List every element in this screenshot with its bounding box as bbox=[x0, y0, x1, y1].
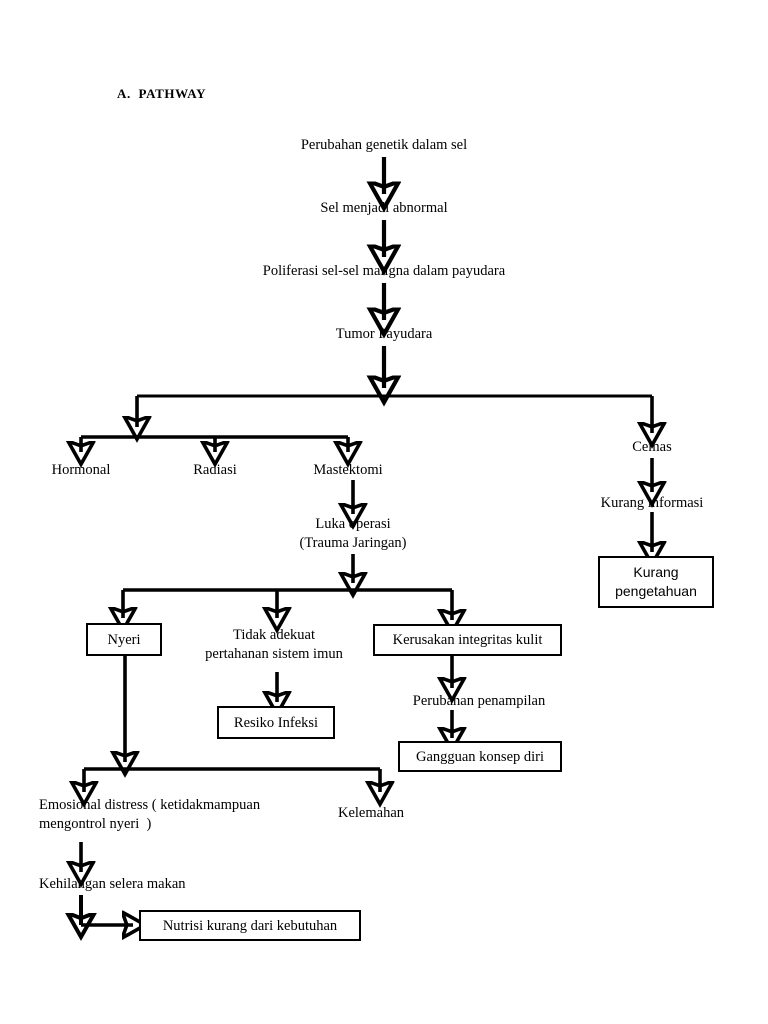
node-mastektomi: Mastektomi bbox=[313, 462, 383, 478]
node-poliferasi-sel-maligna: Poliferasi sel-sel maligna dalam payudar… bbox=[262, 263, 506, 279]
node-cemas: Cemas bbox=[632, 439, 672, 455]
box-nutrisi-kurang-dari-kebutuhan: Nutrisi kurang dari kebutuhan bbox=[139, 910, 361, 941]
box-kurang-pengetahuan: Kurang pengetahuan bbox=[598, 556, 714, 608]
node-luka-operasi: Luka operasi (Trauma Jaringan) bbox=[299, 516, 407, 551]
box-gangguan-konsep-diri: Gangguan konsep diri bbox=[398, 741, 562, 772]
box-nyeri: Nyeri bbox=[86, 623, 162, 656]
box-resiko-infeksi: Resiko Infeksi bbox=[217, 706, 335, 739]
node-kelemahan: Kelemahan bbox=[337, 805, 405, 821]
node-tidak-adekuat-pertahanan-imun: Tidak adekuat pertahanan sistem imun bbox=[205, 627, 343, 662]
page-title: A. PATHWAY bbox=[117, 86, 207, 101]
node-perubahan-penampilan: Perubahan penampilan bbox=[412, 693, 546, 709]
node-sel-menjadi-abnormal: Sel menjadi abnormal bbox=[320, 200, 448, 216]
node-perubahan-genetik: Perubahan genetik dalam sel bbox=[300, 137, 468, 153]
node-kehilangan-selera-makan: Kehilangan selera makan bbox=[39, 876, 186, 892]
node-emosional-distress: Emosional distress ( ketidakmampuan meng… bbox=[39, 797, 261, 832]
box-kerusakan-integritas-kulit: Kerusakan integritas kulit bbox=[373, 624, 562, 656]
node-kurang-informasi: Kurang informasi bbox=[600, 495, 704, 511]
node-hormonal: Hormonal bbox=[51, 462, 111, 478]
node-radiasi: Radiasi bbox=[193, 462, 237, 478]
node-tumor-payudara: Tumor Payudara bbox=[335, 326, 433, 342]
